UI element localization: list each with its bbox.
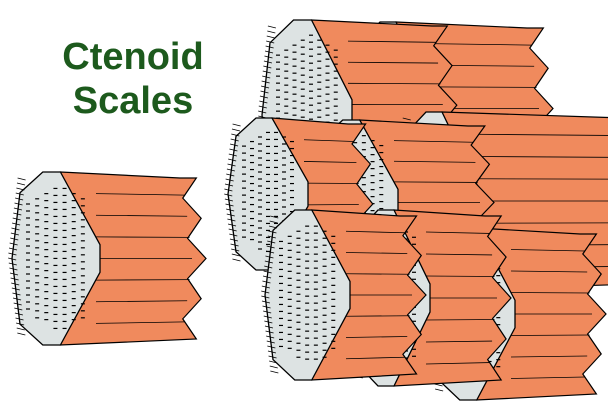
fringe-radius-line (346, 274, 410, 275)
ctenii-spine (16, 188, 24, 190)
ctenii-spine (233, 124, 241, 126)
fringe-radius-line (394, 182, 478, 183)
ctenii-spine (270, 371, 278, 373)
ctenii-spine (17, 183, 25, 185)
ctenii-spine (268, 26, 276, 28)
ctenii-spine (267, 31, 275, 33)
ctenii-spine (232, 259, 240, 261)
title-line-2: Scales (33, 79, 233, 123)
ctenii-spine (17, 333, 25, 335)
ctenii-spine (435, 384, 443, 386)
ctenii-spine (267, 36, 275, 38)
ctenii-spine (270, 366, 278, 368)
fringe-radius-line (511, 335, 590, 336)
ctenii-spine (18, 178, 26, 180)
title-line-1: Ctenoid (33, 35, 233, 79)
fringe-radius-line (511, 293, 590, 294)
fringe-radius-line (348, 83, 440, 84)
scale-cluster-bottom-left (261, 210, 426, 380)
scale-single-scale (8, 172, 206, 345)
ctenii-spine (435, 389, 443, 391)
ctenii-spine (232, 129, 240, 131)
fringe-radius-line (346, 316, 410, 317)
